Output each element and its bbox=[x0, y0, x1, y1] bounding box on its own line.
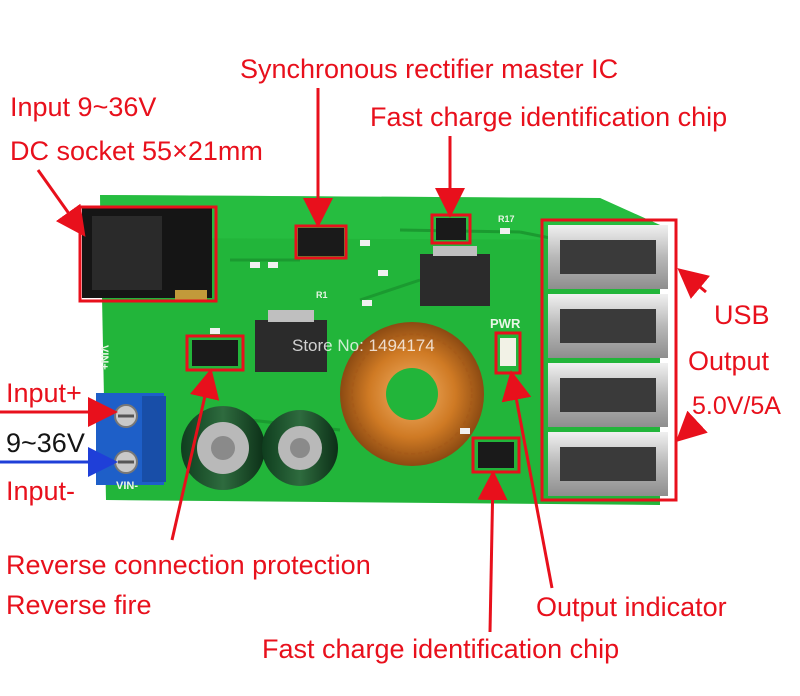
mosfet-left-tab bbox=[268, 310, 314, 322]
label-input-minus: Input- bbox=[6, 476, 76, 506]
highlight-boxes bbox=[78, 205, 522, 474]
mosfet-right bbox=[420, 254, 490, 306]
usb-ports bbox=[540, 218, 678, 502]
label-fast-charge-bottom: Fast charge identification chip bbox=[262, 634, 620, 664]
silk-vin-minus: VIN- bbox=[116, 480, 138, 492]
smd-components bbox=[210, 228, 510, 434]
label-input-plus: Input+ bbox=[6, 378, 82, 408]
sync-rectifier-chip bbox=[298, 228, 344, 256]
dc-socket-box bbox=[78, 205, 218, 303]
label-input-spec-2: DC socket 55×21mm bbox=[10, 136, 263, 166]
label-reverse-fire: Reverse fire bbox=[6, 590, 152, 620]
capacitor-left-vent bbox=[211, 436, 235, 460]
usb-port-3-slot bbox=[560, 378, 656, 412]
label-output-indicator: Output indicator bbox=[536, 592, 727, 622]
capacitor-right-vent bbox=[290, 438, 310, 458]
capacitors bbox=[181, 406, 338, 490]
arrow-usb-output bbox=[675, 410, 708, 443]
usb-port-1-slot bbox=[560, 240, 656, 274]
toroid-windings bbox=[351, 333, 473, 455]
output-led bbox=[500, 338, 516, 366]
silk-pwr: PWR bbox=[490, 316, 521, 331]
pointer-arrows bbox=[0, 88, 711, 633]
fast-charge-top-chip bbox=[436, 218, 466, 240]
label-reverse-protection: Reverse connection protection bbox=[6, 550, 371, 580]
power-ics bbox=[255, 246, 490, 372]
mosfet-right-tab bbox=[433, 246, 477, 256]
label-usb: USB bbox=[714, 300, 770, 330]
mosfet-left bbox=[255, 320, 327, 372]
silk-r17: R17 bbox=[498, 214, 515, 224]
toroid-hole bbox=[386, 368, 438, 420]
usb-ports-box bbox=[540, 218, 678, 502]
label-input-range: 9~36V bbox=[6, 428, 85, 458]
dc-socket bbox=[82, 208, 212, 302]
label-sync-rectifier: Synchronous rectifier master IC bbox=[240, 54, 619, 84]
usb-port-4-slot bbox=[560, 447, 656, 481]
arrow-fast-charge-bottom bbox=[477, 470, 508, 633]
dc-socket-face bbox=[92, 216, 162, 290]
terminal-block bbox=[96, 393, 166, 485]
arrow-usb bbox=[677, 268, 711, 299]
label-fast-charge-top: Fast charge identification chip bbox=[370, 102, 728, 132]
store-watermark: Store No: 1494174 bbox=[292, 336, 435, 355]
arrow-output-indicator bbox=[501, 370, 554, 589]
arrow-reverse-protection bbox=[170, 368, 220, 541]
reverse-protection-chip bbox=[192, 340, 238, 366]
fast-charge-bottom-chip bbox=[478, 442, 514, 468]
label-usb-spec: 5.0V/5A bbox=[692, 392, 781, 420]
usb-port-2-slot bbox=[560, 309, 656, 343]
pcb-highlight bbox=[100, 195, 660, 240]
dc-socket-pin bbox=[175, 290, 207, 302]
label-input-spec-1: Input 9~36V bbox=[10, 92, 157, 122]
arrow-dc-socket bbox=[36, 169, 86, 237]
silk-vin-plus: VIN+ bbox=[98, 345, 110, 370]
toroid-inductor bbox=[340, 322, 484, 466]
silk-r1: R1 bbox=[316, 290, 328, 300]
label-usb-output: Output bbox=[688, 346, 770, 376]
terminal-side bbox=[142, 396, 166, 482]
